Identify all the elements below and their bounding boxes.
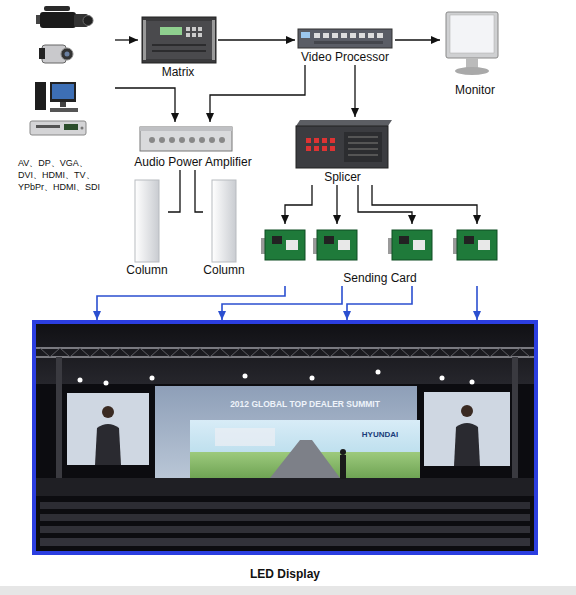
monitor: Monitor (440, 8, 510, 98)
camera-icon (39, 45, 73, 63)
stage-photo (34, 322, 536, 553)
monitor-icon (446, 12, 498, 75)
signal-line (476, 286, 478, 320)
amplifier-icon (140, 127, 232, 151)
connector-arrow (395, 39, 440, 40)
node-label: Sending Card (343, 271, 416, 286)
video-processor: Video Processor (295, 27, 395, 65)
connector-arrow (168, 170, 180, 212)
led-display: LED Display (32, 320, 538, 585)
dvd-player-icon (30, 121, 86, 135)
camcorder-icon (36, 6, 93, 28)
matrix-switcher: Matrix (138, 14, 218, 80)
splicer-icon (296, 120, 392, 168)
footer-band (0, 586, 576, 595)
connector-arrow (218, 39, 295, 40)
connector-arrow (210, 65, 305, 122)
column-speaker: Column (203, 178, 245, 278)
display-frame (34, 322, 536, 553)
node-label: Column (203, 263, 244, 278)
column-speaker-icon (135, 180, 236, 262)
node-label: Splicer (324, 170, 361, 185)
sending-card-group: Sending Card (255, 224, 505, 286)
signal-line (97, 286, 285, 320)
connector-arrow (354, 65, 355, 117)
node-label: Monitor (455, 83, 495, 98)
connector-arrow (336, 185, 337, 224)
node-label: Column (126, 263, 167, 278)
computer-icon (35, 82, 78, 112)
connector-arrow (285, 185, 312, 224)
connector-arrow (115, 88, 175, 122)
node-label: Matrix (162, 65, 195, 80)
node-label: Audio Power Amplifier (134, 155, 251, 170)
node-label: AV、DP、VGA、 DVI、HDMI、TV、 YPbPr、HDMI、SDI (18, 157, 110, 193)
connector-arrow (372, 185, 477, 224)
node-label: Video Processor (301, 50, 389, 65)
connector-arrow (195, 170, 203, 212)
column-speaker: Column (126, 178, 168, 278)
screen-title: 2012 GLOBAL TOP DEALER SUMMIT (190, 399, 420, 409)
signal-line (222, 286, 342, 320)
connector-arrow (115, 39, 138, 40)
splicer: Splicer (290, 117, 395, 185)
audio-amplifier: Audio Power Amplifier (128, 122, 258, 170)
signal-source-group: AV、DP、VGA、 DVI、HDMI、TV、 YPbPr、HDMI、SDI (15, 3, 115, 195)
signal-line (347, 286, 412, 320)
connector-arrow (358, 185, 412, 224)
sending-card-icon (261, 230, 497, 260)
matrix-icon (142, 17, 216, 63)
brand-logo: HYUNDAI (345, 430, 415, 439)
connectors (97, 40, 477, 320)
video-processor-icon (298, 29, 392, 48)
node-label: LED Display (250, 567, 320, 582)
